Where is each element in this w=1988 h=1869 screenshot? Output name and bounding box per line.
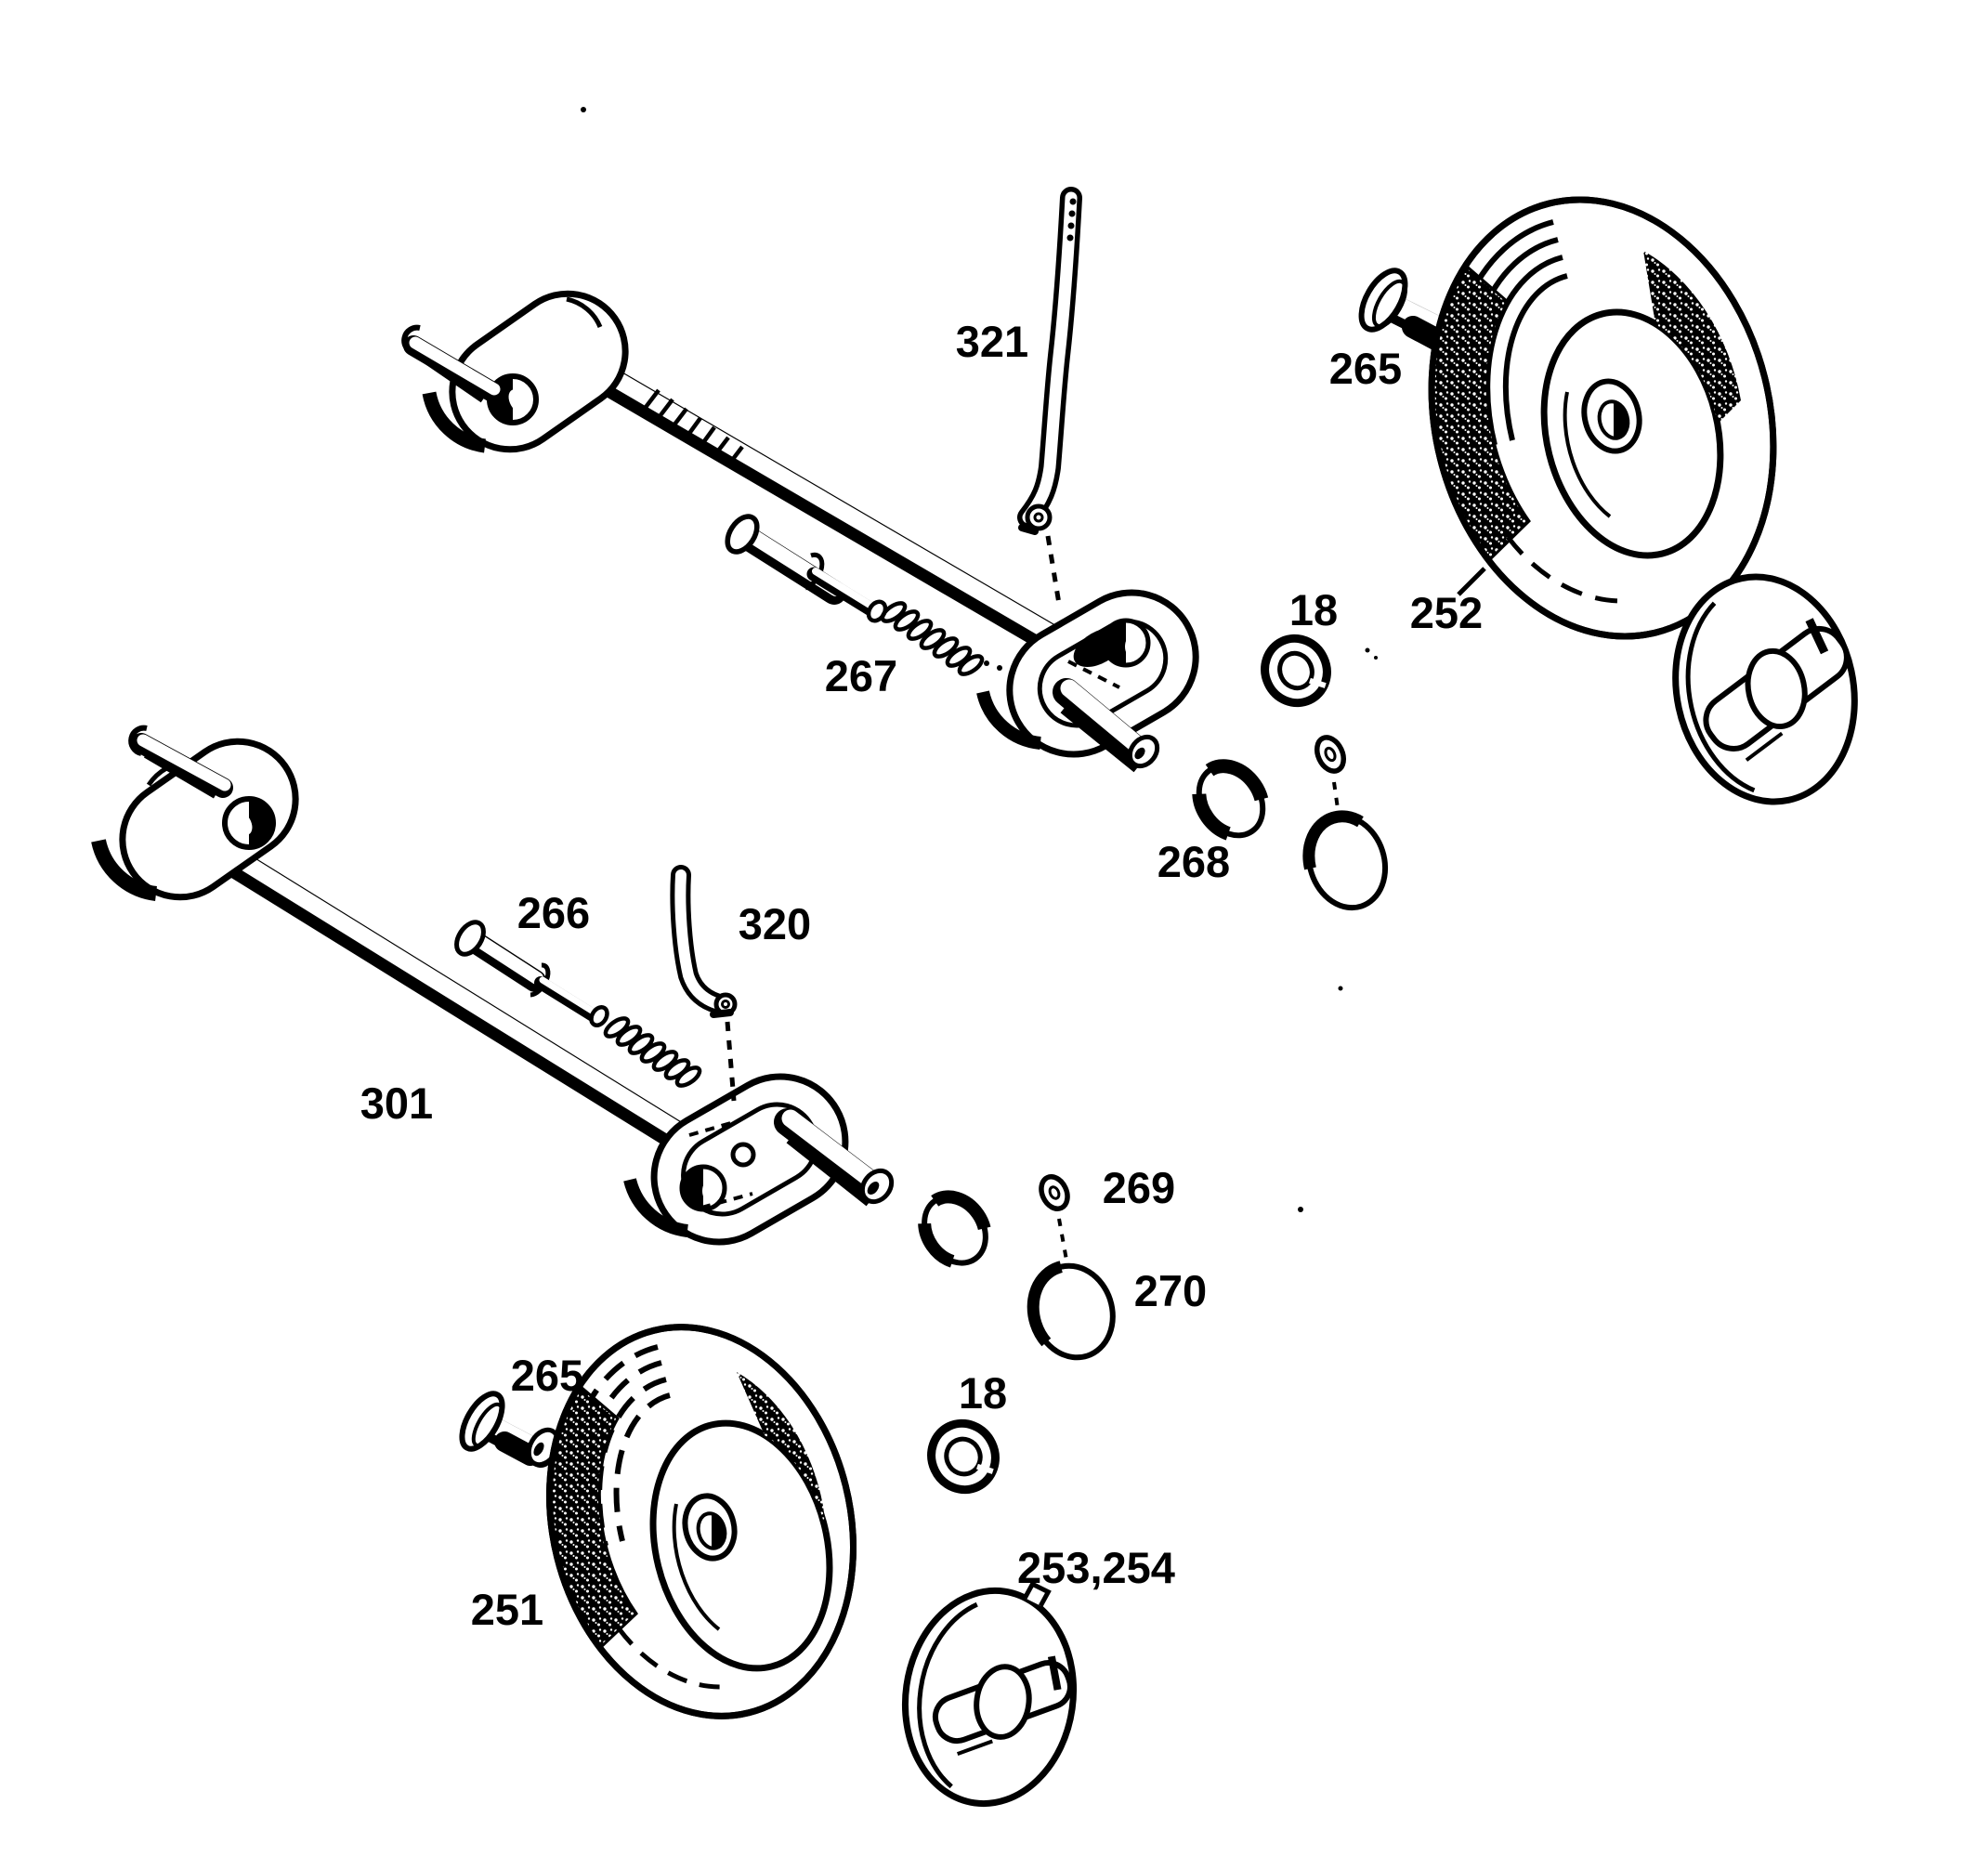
wheel-251: [546, 1324, 857, 1719]
dust-cap-270: [1027, 1260, 1119, 1364]
part-label-251: 251: [471, 1585, 543, 1634]
hub-252: [1581, 378, 1642, 454]
lever-holes: [1066, 198, 1077, 242]
height-lever-320: [670, 865, 738, 1102]
rim-shadow-252: [1643, 251, 1741, 424]
retaining-ring-268: [1192, 759, 1270, 843]
axle-assembly-bottom: [91, 725, 895, 1246]
hub-251: [682, 1493, 738, 1562]
rod-knurl: [642, 388, 744, 468]
small-washer-269: [1039, 1174, 1070, 1211]
hub-cap-top: [1672, 573, 1858, 805]
flat-washer-18-bottom: [927, 1418, 1000, 1495]
dust-cap-top: [1302, 810, 1392, 914]
spring-267: [880, 601, 985, 676]
part-label-321: 321: [956, 317, 1028, 366]
print-specks: [581, 107, 1378, 1212]
part-label-18-bottom: 18: [959, 1368, 1007, 1418]
clevis-pin-266: [454, 920, 609, 1027]
part-label-252: 252: [1410, 588, 1483, 637]
stub-shaft-bottom-left: [128, 725, 233, 799]
height-lever-321: [1017, 187, 1082, 605]
axle-assembly-top: [401, 290, 1199, 773]
wheel-252: [1428, 196, 1777, 640]
part-labels: 321 265 252 18 267 268 266 320 301 269 2…: [360, 317, 1483, 1634]
part-label-266: 266: [517, 888, 590, 937]
part-label-268: 268: [1157, 837, 1230, 886]
stub-shaft-top-left: [401, 324, 503, 403]
bracket-bottom-left: [91, 738, 299, 901]
rim-shadow-251: [737, 1372, 827, 1536]
hub-cap-253-254: [901, 1580, 1078, 1808]
bracket-top-right: [976, 589, 1199, 758]
spring-266: [603, 1016, 702, 1088]
clevis-pin-267: [725, 514, 888, 623]
part-label-267: 267: [825, 651, 897, 700]
axle-rod-301: [180, 823, 723, 1170]
flat-washer-18-top: [1261, 634, 1331, 708]
part-label-269: 269: [1103, 1163, 1175, 1212]
part-label-270: 270: [1134, 1266, 1207, 1315]
part-label-253-254: 253,254: [1017, 1543, 1175, 1592]
leader-dots-267: [984, 660, 1015, 675]
part-label-265-bottom: 265: [511, 1351, 583, 1400]
part-label-265-top: 265: [1329, 344, 1402, 393]
part-label-18-top: 18: [1289, 585, 1338, 634]
axle-rod-top: [565, 349, 1104, 676]
stub-axle-bottom-right: [774, 1108, 895, 1207]
retaining-ring-bottom: [918, 1190, 992, 1270]
leader-tick-252: [1457, 567, 1486, 596]
part-label-301: 301: [360, 1078, 433, 1128]
part-label-320: 320: [739, 899, 811, 948]
stub-axle-top-right: [1053, 678, 1160, 773]
small-washer-top: [1314, 735, 1347, 774]
